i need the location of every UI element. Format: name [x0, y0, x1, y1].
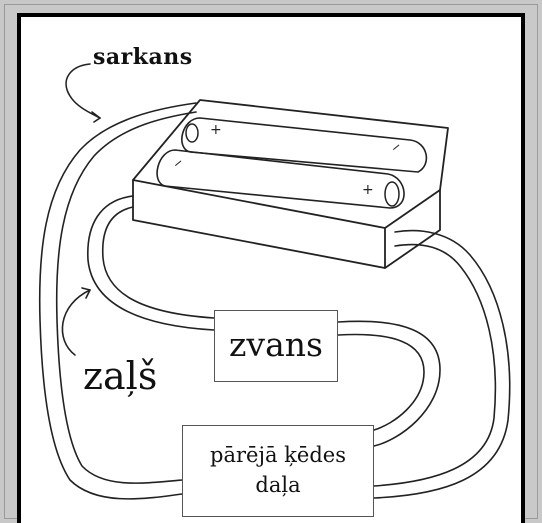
battery-cell-top	[181, 117, 428, 173]
red-wire-label: sarkans	[93, 44, 193, 70]
battery-minus-top: −	[388, 138, 405, 155]
zals-arrow	[61, 289, 91, 356]
battery-minus-bottom: −	[170, 154, 187, 171]
bell-right-wire	[337, 320, 441, 447]
battery-holder-side	[384, 189, 441, 269]
battery-plus-bottom: +	[362, 182, 374, 198]
battery-cell-bottom	[156, 149, 405, 209]
red-wire	[38, 102, 197, 500]
sarkans-arrow	[65, 63, 101, 119]
rest-label-line2: daļa	[255, 473, 301, 497]
battery-plus-top: +	[210, 122, 222, 138]
battery-cell-top-cap	[185, 123, 199, 143]
battery-holder-top	[132, 99, 449, 229]
battery-cell-bottom-cap	[384, 181, 400, 207]
rest-label-line1: pārējā ķēdes	[210, 443, 346, 467]
red-wire-inner	[55, 111, 197, 484]
bell-box: zvans	[214, 310, 338, 382]
rest-right-wire	[373, 229, 511, 499]
green-wire-inner	[101, 206, 215, 319]
green-wire	[87, 195, 215, 331]
rest-of-circuit-box: pārējā ķēdes daļa	[182, 425, 374, 517]
green-wire-label: zaļš	[83, 354, 158, 398]
bell-right-wire-inner	[337, 333, 425, 431]
battery-holder-front	[132, 179, 386, 269]
bell-label: zvans	[229, 325, 323, 364]
rest-right-wire-inner	[373, 243, 497, 487]
